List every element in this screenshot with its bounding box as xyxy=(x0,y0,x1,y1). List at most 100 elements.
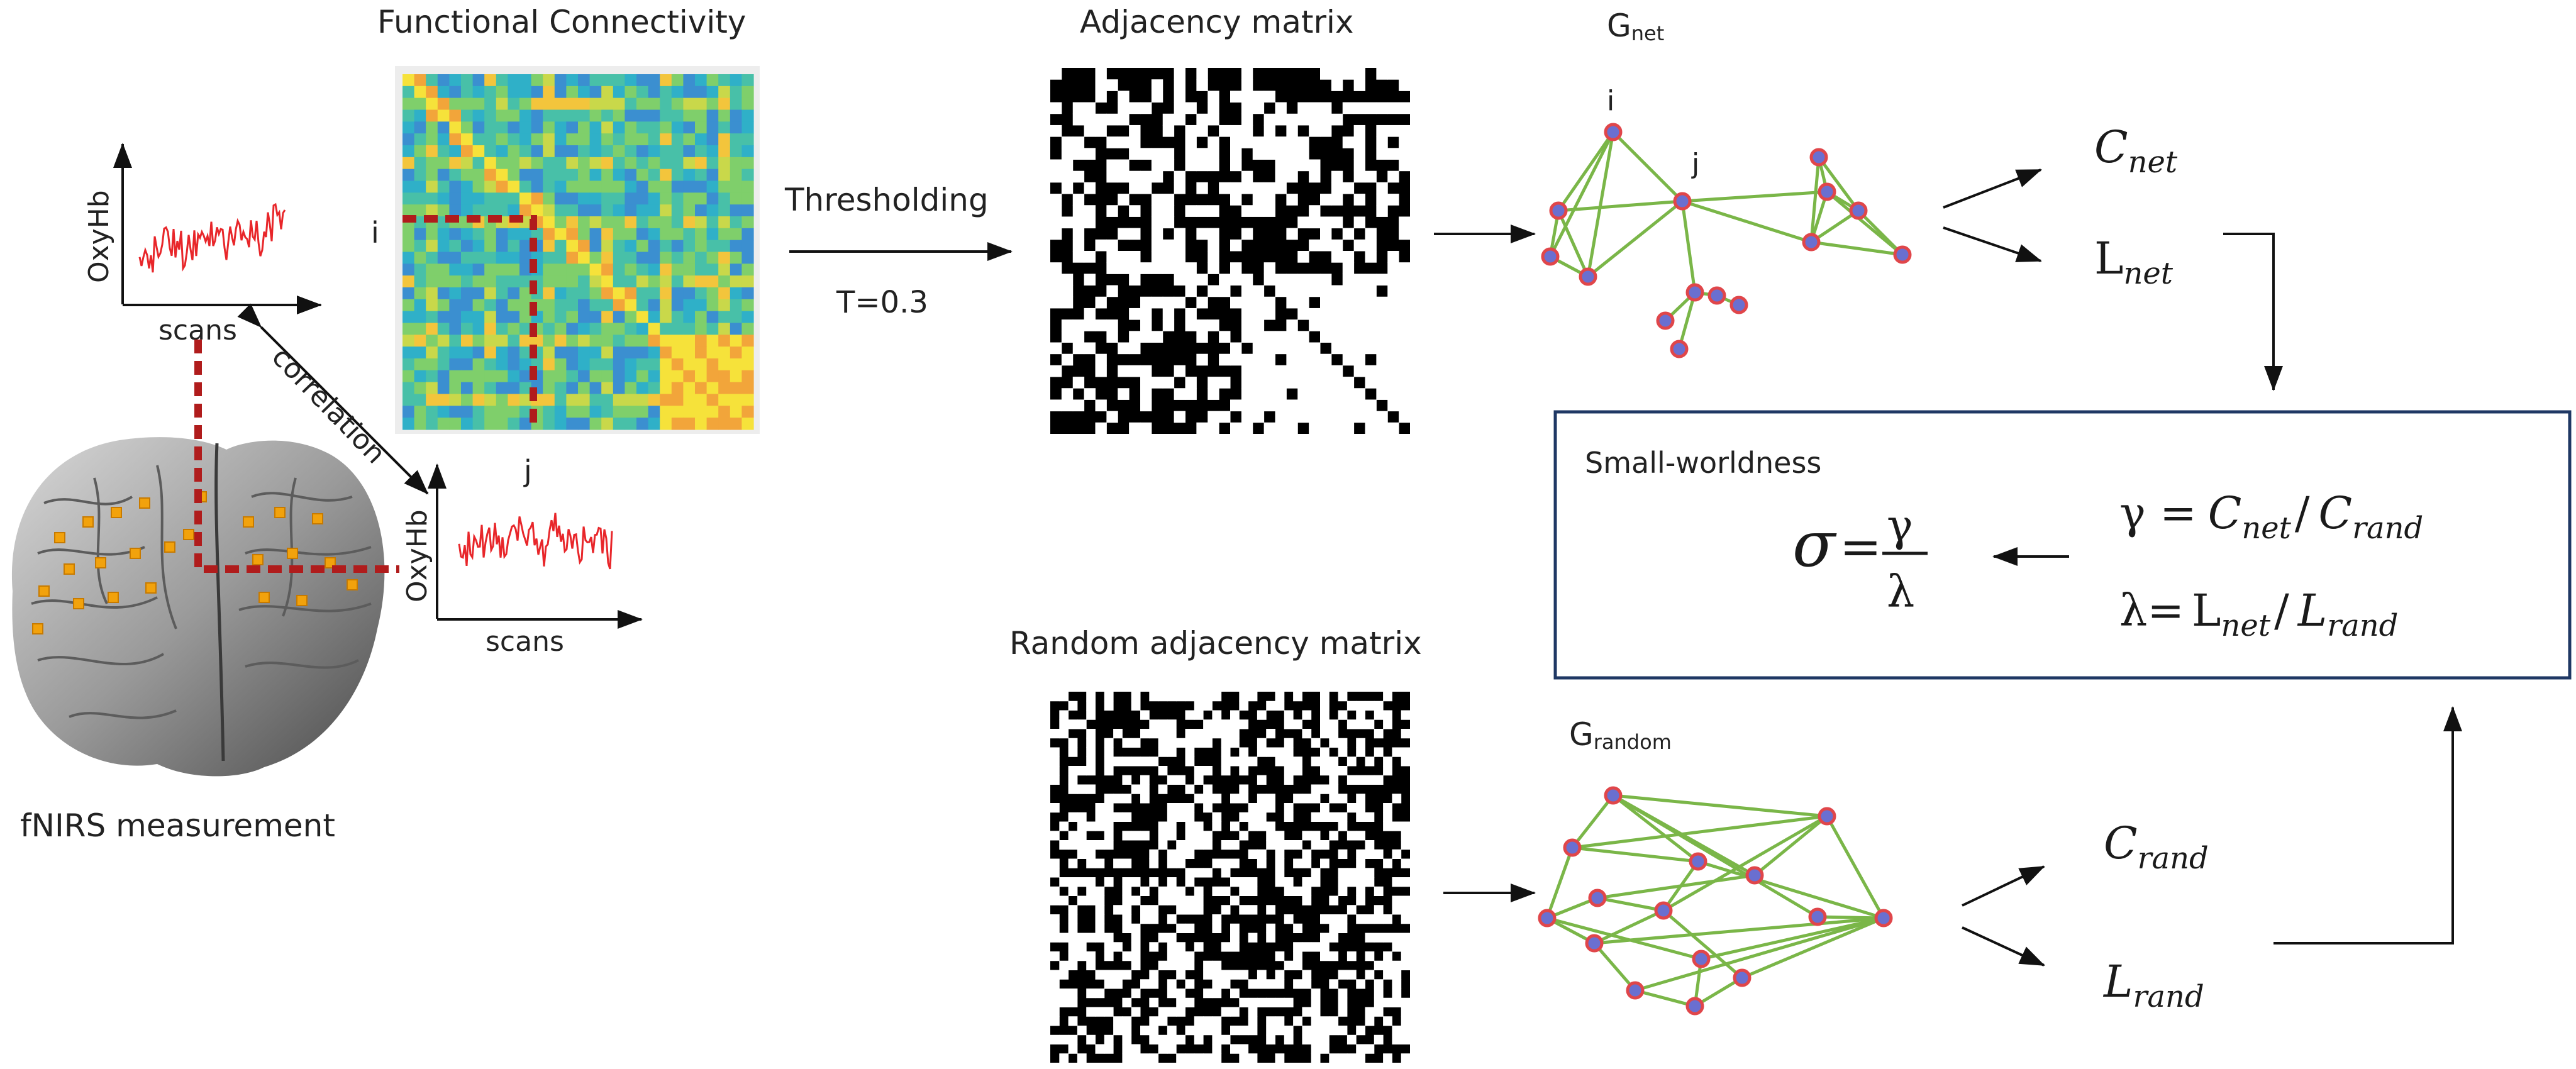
matrix-cell xyxy=(1084,182,1096,194)
matrix-cell xyxy=(1248,692,1258,702)
matrix-cell xyxy=(1176,803,1185,813)
fc-cell xyxy=(484,157,497,170)
matrix-cell xyxy=(1086,692,1096,702)
matrix-cell xyxy=(1050,399,1062,412)
fc-cell xyxy=(683,335,696,347)
matrix-cell xyxy=(1320,1026,1330,1036)
brain-image xyxy=(11,437,385,777)
matrix-cell xyxy=(1356,701,1365,711)
matrix-cell xyxy=(1050,216,1062,229)
matrix-cell xyxy=(1331,342,1343,355)
matrix-cell xyxy=(1331,388,1343,400)
matrix-cell xyxy=(1399,216,1411,229)
matrix-cell xyxy=(1387,399,1399,412)
fc-cell xyxy=(508,204,520,217)
fc-cell xyxy=(543,418,555,430)
fc-cell xyxy=(554,323,567,335)
matrix-cell xyxy=(1376,307,1388,320)
fc-cell xyxy=(554,252,567,264)
matrix-cell xyxy=(1365,331,1377,343)
fc-cell xyxy=(437,418,450,430)
fc-cell xyxy=(683,358,696,371)
matrix-cell xyxy=(1266,923,1275,933)
matrix-cell xyxy=(1061,274,1074,286)
fc-cell xyxy=(554,263,567,276)
fc-cell xyxy=(636,287,649,300)
matrix-cell xyxy=(1113,756,1123,767)
scans-axis-label-bottom: scans xyxy=(486,626,564,658)
matrix-cell xyxy=(1230,194,1242,206)
matrix-cell xyxy=(1061,296,1074,309)
graph-node xyxy=(1670,340,1689,358)
matrix-cell xyxy=(1072,399,1085,412)
correlation-arrow xyxy=(237,303,429,495)
matrix-cell xyxy=(1286,113,1298,126)
matrix-cell xyxy=(1399,377,1411,389)
matrix-cell xyxy=(1050,1034,1060,1044)
matrix-cell xyxy=(1342,274,1355,286)
fc-cell xyxy=(660,275,672,288)
matrix-cell xyxy=(1293,692,1302,702)
matrix-cell xyxy=(1365,1044,1375,1054)
matrix-cell xyxy=(1113,942,1123,952)
matrix-cell xyxy=(1401,951,1411,961)
matrix-cell xyxy=(1077,812,1087,822)
matrix-cell xyxy=(1241,285,1253,297)
matrix-cell xyxy=(1140,365,1152,377)
fc-cell xyxy=(718,252,731,264)
matrix-cell xyxy=(1167,960,1177,970)
fc-cell xyxy=(449,418,462,430)
fc-cell xyxy=(566,97,579,111)
fc-cell xyxy=(578,394,591,406)
fc-cell xyxy=(519,335,532,347)
matrix-cell xyxy=(1401,729,1411,739)
matrix-cell xyxy=(1059,960,1069,970)
fc-cell xyxy=(484,287,497,300)
fc-cell xyxy=(543,121,555,134)
matrix-cell xyxy=(1286,342,1298,355)
matrix-cell xyxy=(1353,239,1365,252)
matrix-cell xyxy=(1104,1044,1114,1054)
matrix-cell xyxy=(1208,228,1219,240)
lrand-to-box-connector xyxy=(2273,706,2462,944)
matrix-cell xyxy=(1176,812,1185,822)
matrix-cell xyxy=(1185,979,1195,989)
fc-cell xyxy=(449,263,462,276)
matrix-cell xyxy=(1293,719,1302,729)
fc-cell xyxy=(426,192,438,205)
matrix-cell xyxy=(1320,719,1330,729)
matrix-cell xyxy=(1221,729,1231,739)
matrix-cell xyxy=(1365,868,1375,878)
fc-cell xyxy=(402,418,415,430)
matrix-cell xyxy=(1293,840,1302,850)
matrix-cell xyxy=(1275,377,1287,389)
matrix-cell xyxy=(1185,285,1197,297)
matrix-cell xyxy=(1387,365,1399,377)
fc-cell xyxy=(683,121,696,134)
matrix-cell xyxy=(1158,1007,1168,1017)
fc-cell xyxy=(730,275,742,288)
matrix-cell xyxy=(1356,738,1365,748)
matrix-cell xyxy=(1346,1034,1357,1044)
matrix-cell xyxy=(1263,182,1275,194)
matrix-cell xyxy=(1311,812,1321,822)
fc-cell xyxy=(695,74,708,87)
matrix-cell xyxy=(1342,388,1355,400)
matrix-cell xyxy=(1309,411,1321,423)
matrix-cell xyxy=(1320,399,1332,412)
fc-cell xyxy=(437,323,450,335)
fc-cell xyxy=(625,204,637,217)
matrix-cell xyxy=(1392,933,1402,943)
matrix-cell xyxy=(1275,159,1287,172)
matrix-cell xyxy=(1050,775,1060,785)
matrix-cell xyxy=(1061,159,1074,172)
fc-cell xyxy=(414,121,426,134)
matrix-cell xyxy=(1376,68,1388,80)
fc-cell xyxy=(718,121,731,134)
matrix-cell xyxy=(1212,710,1222,720)
matrix-cell xyxy=(1167,886,1177,896)
matrix-cell xyxy=(1176,775,1185,785)
graph-node xyxy=(1541,247,1560,266)
matrix-cell xyxy=(1122,895,1132,906)
fc-cell xyxy=(472,323,485,335)
